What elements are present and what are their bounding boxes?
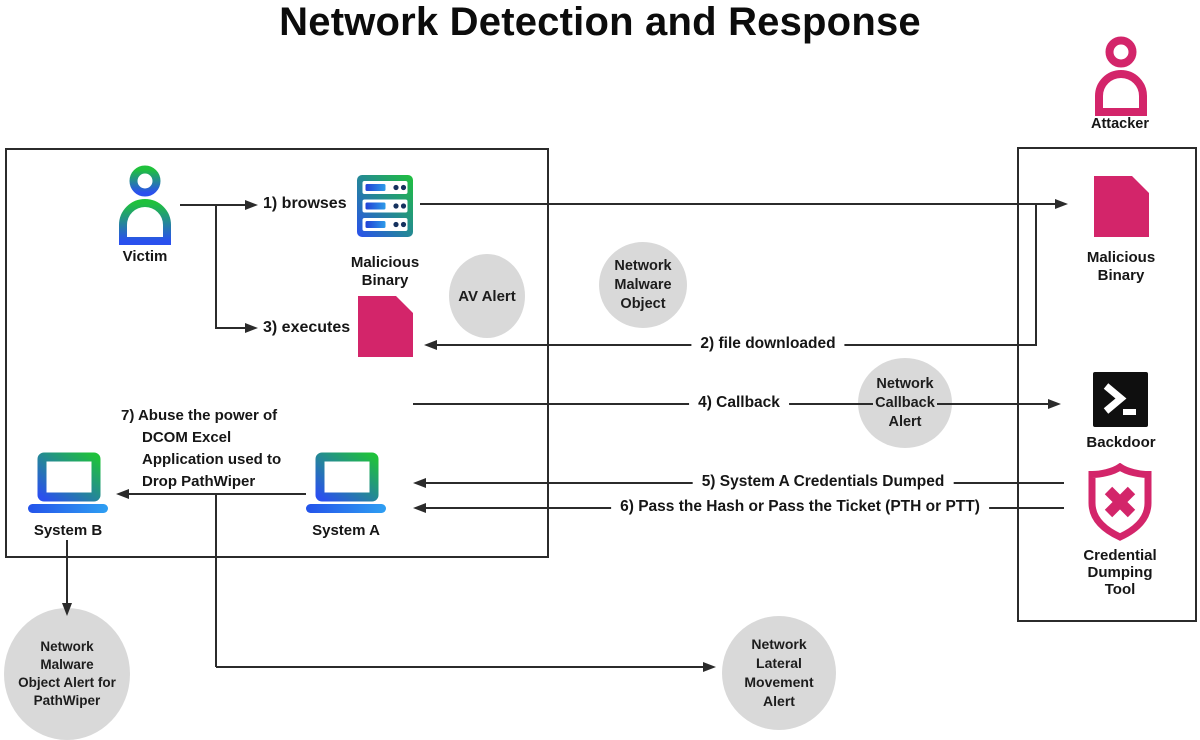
arrowhead-executes [245, 323, 258, 333]
arrowhead-dcom-abuse [116, 489, 129, 499]
step-pass-the-hash-label: 6) Pass the Hash or Pass the Ticket (PTH… [611, 498, 989, 516]
arrowhead-systemb-alert [62, 603, 72, 616]
malicious-server-icon [356, 174, 414, 238]
arrowhead-attacker-binary [1055, 199, 1068, 209]
victim-label: Victim [122, 248, 168, 265]
credential-dumping-shield-icon [1085, 462, 1155, 541]
attacker-label: Attacker [1090, 116, 1150, 132]
step-credentials-dumped-label: 5) System A Credentials Dumped [692, 473, 954, 491]
step-executes-label: 3) executes [263, 319, 351, 336]
backdoor-label: Backdoor [1086, 434, 1156, 451]
step-file-downloaded-label: 2) file downloaded [691, 335, 845, 353]
malicious-binary-file-label: Malicious Binary [1086, 249, 1156, 284]
step-callback-label: 4) Callback [689, 394, 789, 412]
arrowhead-file-downloaded [424, 340, 437, 350]
av-alert-circle: AV Alert [449, 254, 525, 338]
backdoor-terminal-icon [1093, 372, 1148, 427]
system-b-laptop-icon [27, 452, 109, 515]
malicious-binary-server-label: Malicious Binary [350, 254, 420, 289]
step-dcom-abuse-label: 7) Abuse the power of DCOM Excel Applica… [121, 407, 282, 490]
connector-victim-browses [180, 204, 248, 206]
step-browses-label: 1) browses [263, 195, 347, 212]
network-malware-object-pathwiper-alert-circle: Network Malware Object Alert for PathWip… [4, 608, 130, 740]
executed-file-icon [358, 296, 413, 357]
attacker-tools-box [1017, 147, 1197, 622]
arrowhead-browses [245, 200, 258, 210]
victim-network-box [5, 148, 549, 558]
network-malware-object-circle: Network Malware Object [599, 242, 687, 328]
network-callback-alert-circle: Network Callback Alert [858, 358, 952, 448]
connector-server-to-attacker-binary [420, 203, 1056, 205]
system-a-laptop-icon [305, 452, 387, 515]
connector-lateral-movement [216, 666, 707, 668]
arrowhead-lateral-movement [703, 662, 716, 672]
system-b-label: System B [33, 522, 103, 539]
network-lateral-movement-alert-circle: Network Lateral Movement Alert [722, 616, 836, 730]
connector-systemb-alert [66, 540, 68, 608]
attacker-person-icon [1092, 36, 1150, 116]
victim-person-icon [116, 165, 174, 245]
malicious-binary-file-icon [1094, 176, 1149, 237]
arrowhead-credentials-dumped [413, 478, 426, 488]
credential-dumping-tool-label: Credential Dumping Tool [1083, 547, 1157, 598]
network-callback-alert-text: Network Callback Alert [873, 373, 937, 433]
connector-download-drop [1035, 203, 1037, 345]
system-a-label: System A [312, 522, 380, 539]
connector-victim-executes [216, 327, 248, 329]
diagram-title: Network Detection and Response [279, 0, 921, 44]
connector-victim-branch [215, 204, 217, 329]
arrowhead-callback [1048, 399, 1061, 409]
arrowhead-pass-the-hash [413, 503, 426, 513]
connector-lateral-drop [215, 493, 217, 667]
